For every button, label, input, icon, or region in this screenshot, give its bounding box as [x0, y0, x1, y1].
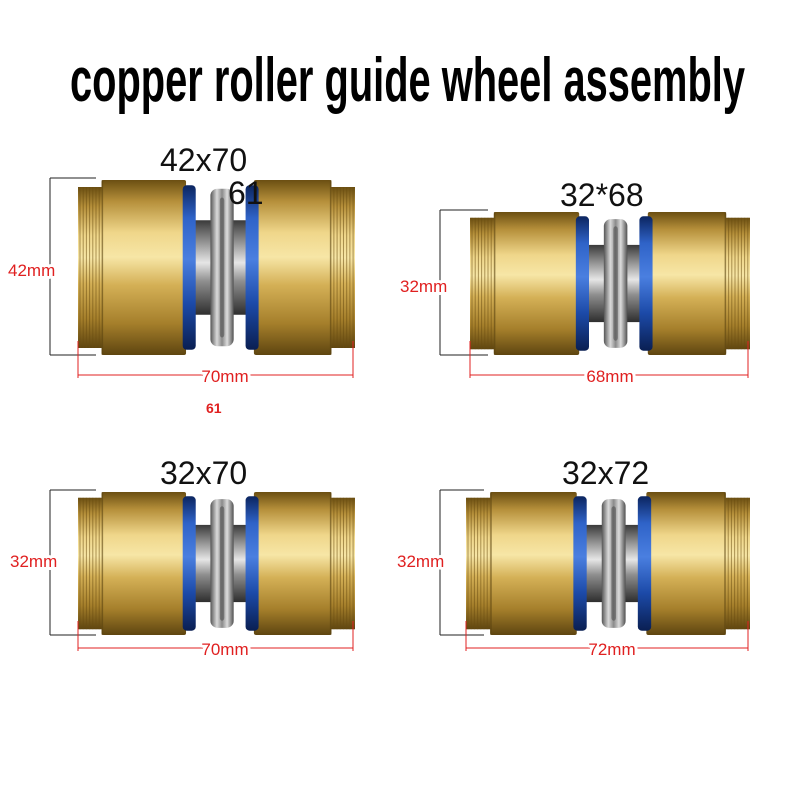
size-label: 42x70	[160, 142, 247, 178]
left-brass-body	[101, 492, 187, 635]
left-threaded-end	[78, 187, 105, 348]
right-blue-seal-ring	[637, 496, 652, 631]
left-threaded-end	[470, 217, 497, 350]
left-brass-body	[101, 180, 187, 355]
guide-wheel-groove	[613, 226, 618, 341]
assembly-drawing	[466, 492, 750, 635]
height-label: 42mm	[8, 261, 55, 280]
figure-title: copper roller guide wheel assembly	[70, 46, 745, 115]
right-brass-body	[253, 492, 332, 635]
height-label: 32mm	[400, 277, 447, 296]
guide-wheel-groove	[219, 506, 225, 621]
left-brass-body	[493, 212, 580, 355]
right-threaded-end	[328, 497, 355, 630]
left-blue-seal-ring	[575, 216, 589, 351]
dimension-lines	[49, 489, 354, 651]
dimension-lines	[439, 489, 749, 651]
left-bearing-hub	[192, 220, 216, 315]
dimension-lines	[439, 209, 749, 378]
assembly-42x70: 42x70 61 42mm 70mm 61	[5, 142, 355, 416]
width-label: 70mm	[201, 367, 248, 386]
left-bearing-hub	[586, 244, 609, 323]
dimension-lines	[49, 177, 354, 378]
left-blue-seal-ring	[182, 496, 196, 631]
right-blue-seal-ring	[245, 185, 259, 350]
right-brass-body	[647, 212, 727, 355]
right-bearing-hub	[228, 524, 252, 603]
width-label: 68mm	[586, 367, 633, 386]
assembly-32x68: 32*68 32mm 68mm	[397, 177, 750, 389]
left-blue-seal-ring	[573, 496, 587, 631]
size-label: 32x70	[160, 455, 247, 491]
right-blue-seal-ring	[245, 496, 259, 631]
height-label: 32mm	[397, 552, 444, 571]
left-blue-seal-ring	[182, 185, 196, 350]
right-threaded-end	[723, 497, 750, 630]
sub-label: 61	[228, 175, 264, 211]
right-threaded-end	[723, 217, 750, 350]
size-label: 32x72	[562, 455, 649, 491]
assembly-32x70: 32x70 32mm 70mm	[7, 455, 355, 662]
width-label: 72mm	[588, 640, 635, 659]
size-label: 32*68	[560, 177, 644, 213]
right-threaded-end	[328, 187, 355, 348]
right-bearing-hub	[228, 220, 252, 315]
height-label: 32mm	[10, 552, 57, 571]
left-threaded-end	[78, 497, 105, 630]
note-label: 61	[206, 400, 222, 416]
guide-wheel-groove	[611, 506, 616, 621]
right-brass-body	[253, 180, 332, 355]
assembly-drawing	[78, 180, 355, 355]
left-brass-body	[490, 492, 577, 635]
right-brass-body	[646, 492, 726, 635]
left-threaded-end	[466, 497, 493, 630]
right-blue-seal-ring	[639, 216, 653, 351]
left-bearing-hub	[192, 524, 216, 603]
guide-wheel-groove	[219, 197, 225, 338]
assembly-32x72: 32x72 32mm 72mm	[394, 455, 750, 662]
width-label: 70mm	[201, 640, 248, 659]
assembly-drawing	[470, 212, 750, 355]
assembly-drawing	[78, 492, 355, 635]
left-bearing-hub	[583, 524, 607, 603]
